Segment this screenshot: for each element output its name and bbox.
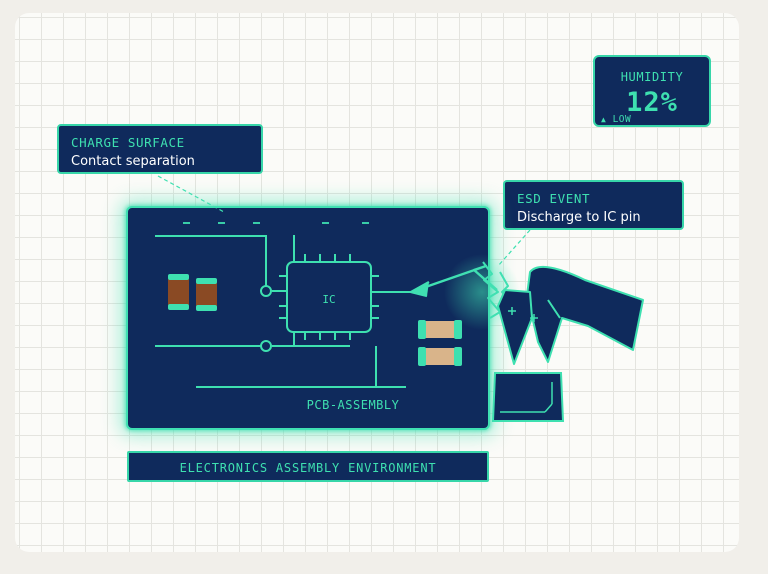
charge-surface-callout: CHARGE SURFACE Contact separation xyxy=(57,124,263,174)
humidity-status-text: LOW xyxy=(612,114,632,125)
environment-banner: ELECTRONICS ASSEMBLY ENVIRONMENT xyxy=(127,451,489,482)
humidity-panel: HUMIDITY 12% ▲ LOW xyxy=(593,55,711,127)
charge-surface-subtitle: Contact separation xyxy=(71,154,195,169)
environment-label: ELECTRONICS ASSEMBLY ENVIRONMENT xyxy=(179,461,437,475)
esd-event-title: ESD EVENT xyxy=(517,191,591,206)
pcb-board xyxy=(126,206,490,430)
triangle-up-icon: ▲ xyxy=(601,115,607,124)
humidity-value: 12% xyxy=(626,87,678,118)
esd-event-subtitle: Discharge to IC pin xyxy=(517,210,641,225)
humidity-status: ▲ LOW xyxy=(601,114,631,125)
esd-event-callout: ESD EVENT Discharge to IC pin xyxy=(503,180,684,230)
charge-surface-title: CHARGE SURFACE xyxy=(71,135,185,150)
humidity-title: HUMIDITY xyxy=(620,70,684,84)
